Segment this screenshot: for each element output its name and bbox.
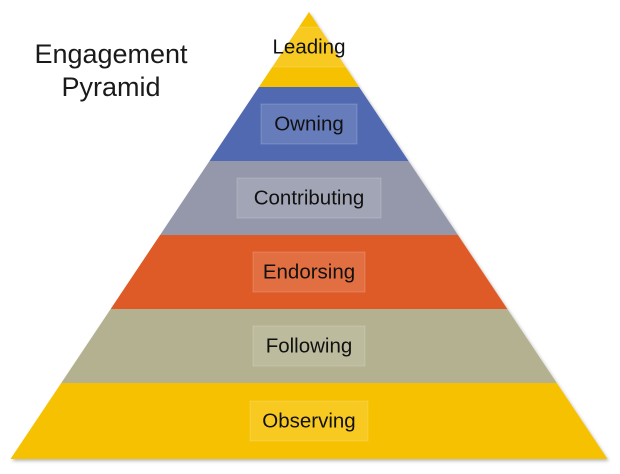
level-endorsing-band bbox=[110, 235, 508, 309]
level-owning-label: Owning bbox=[274, 113, 344, 136]
level-following-label-box bbox=[252, 325, 366, 367]
level-contributing-label: Contributing bbox=[254, 187, 365, 210]
title-line-1: Engagement bbox=[34, 39, 188, 69]
diagram-title: Engagement Pyramid bbox=[18, 38, 204, 104]
level-leading-band bbox=[258, 12, 360, 87]
level-owning-band bbox=[209, 87, 409, 161]
level-endorsing-label-box bbox=[252, 251, 366, 293]
level-leading-label: Leading bbox=[273, 36, 346, 59]
level-contributing-label-box bbox=[236, 177, 382, 219]
level-observing-label-box bbox=[249, 400, 369, 442]
level-contributing-band bbox=[160, 161, 458, 235]
level-leading-label-box bbox=[261, 26, 357, 68]
level-following-band bbox=[61, 309, 557, 383]
level-owning-label-box bbox=[260, 103, 358, 145]
level-endorsing-label: Endorsing bbox=[263, 261, 355, 284]
level-following-label: Following bbox=[266, 335, 353, 358]
level-observing-label: Observing bbox=[262, 410, 355, 433]
title-line-2: Pyramid bbox=[61, 72, 161, 102]
level-observing-band bbox=[10, 383, 608, 459]
